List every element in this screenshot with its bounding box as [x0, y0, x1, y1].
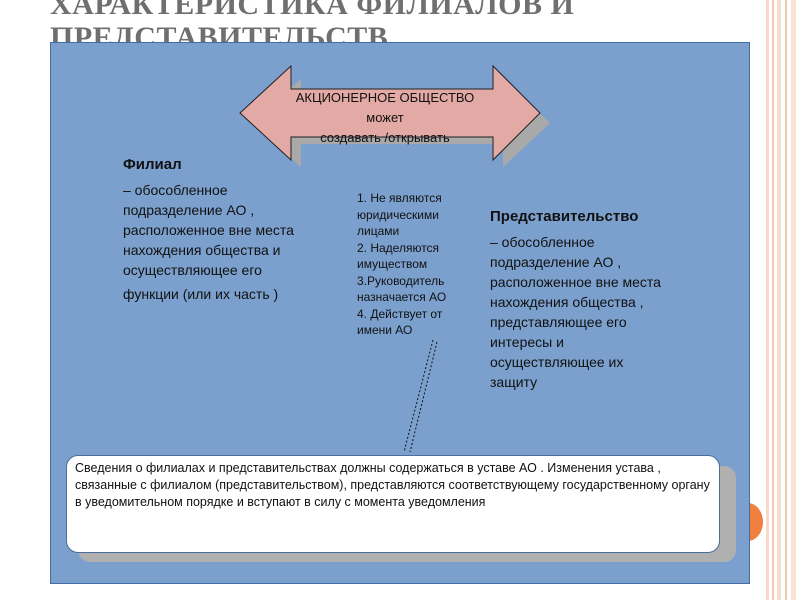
list-item: лицами [357, 224, 400, 238]
arrow-label-line1: АКЦИОНЕРНОЕ ОБЩЕСТВО [295, 90, 475, 105]
branch-definition: – обособленное подразделение АО , распол… [123, 180, 333, 304]
decor-stripe-2 [772, 0, 774, 600]
representation-line: подразделение АО , [490, 254, 622, 270]
representation-definition: – обособленное подразделение АО , распол… [490, 232, 710, 392]
list-item: имени АО [357, 323, 413, 337]
branch-line: подразделение АО , [123, 202, 255, 218]
arrow-label-line3: создавать /открывать [320, 130, 450, 145]
list-item: 2. Наделяются [357, 240, 440, 255]
representation-line: расположенное вне места [490, 274, 661, 290]
decor-stripe-4 [785, 0, 787, 600]
decor-stripe-3 [777, 0, 781, 600]
decor-stripe-5 [791, 0, 796, 600]
list-item: имуществом [357, 257, 428, 271]
representation-line: представляющее его [490, 314, 627, 330]
list-item: юридическими [357, 207, 439, 222]
branch-line: функции (или их часть ) [123, 286, 279, 302]
branch-line: расположенное вне места [123, 222, 294, 238]
branch-title: Филиал [123, 156, 182, 173]
note-box: Сведения о филиалах и представительствах… [66, 455, 720, 553]
list-item: 1. Не являются [357, 191, 442, 205]
decor-stripe-1 [766, 0, 769, 600]
representation-line: – обособленное [490, 234, 595, 250]
representation-line: интересы и [490, 334, 564, 350]
representation-title: Представительство [490, 208, 639, 225]
branch-line: нахождения общества и [123, 242, 281, 258]
list-item: 4. Действует от [357, 306, 443, 321]
slide-title: ХАРАКТЕРИСТИКА ФИЛИАЛОВ И ПРЕДСТАВИТЕЛЬС… [50, 0, 575, 46]
representation-line: нахождения общества , [490, 294, 644, 310]
list-item: 3.Руководитель [357, 273, 445, 288]
note-text: Сведения о филиалах и представительствах… [75, 461, 710, 509]
common-features-list: 1. Не являются юридическими лицами 2. На… [357, 190, 467, 339]
arrow-label: АКЦИОНЕРНОЕ ОБЩЕСТВО может создавать /от… [265, 88, 505, 148]
representation-line: защиту [490, 374, 538, 390]
arrow-label-line2: может [366, 110, 404, 125]
branch-line: – обособленное [123, 182, 228, 198]
branch-line: осуществляющее его [123, 262, 262, 278]
representation-line: осуществляющее их [490, 354, 624, 370]
list-item: назначается АО [357, 290, 447, 304]
